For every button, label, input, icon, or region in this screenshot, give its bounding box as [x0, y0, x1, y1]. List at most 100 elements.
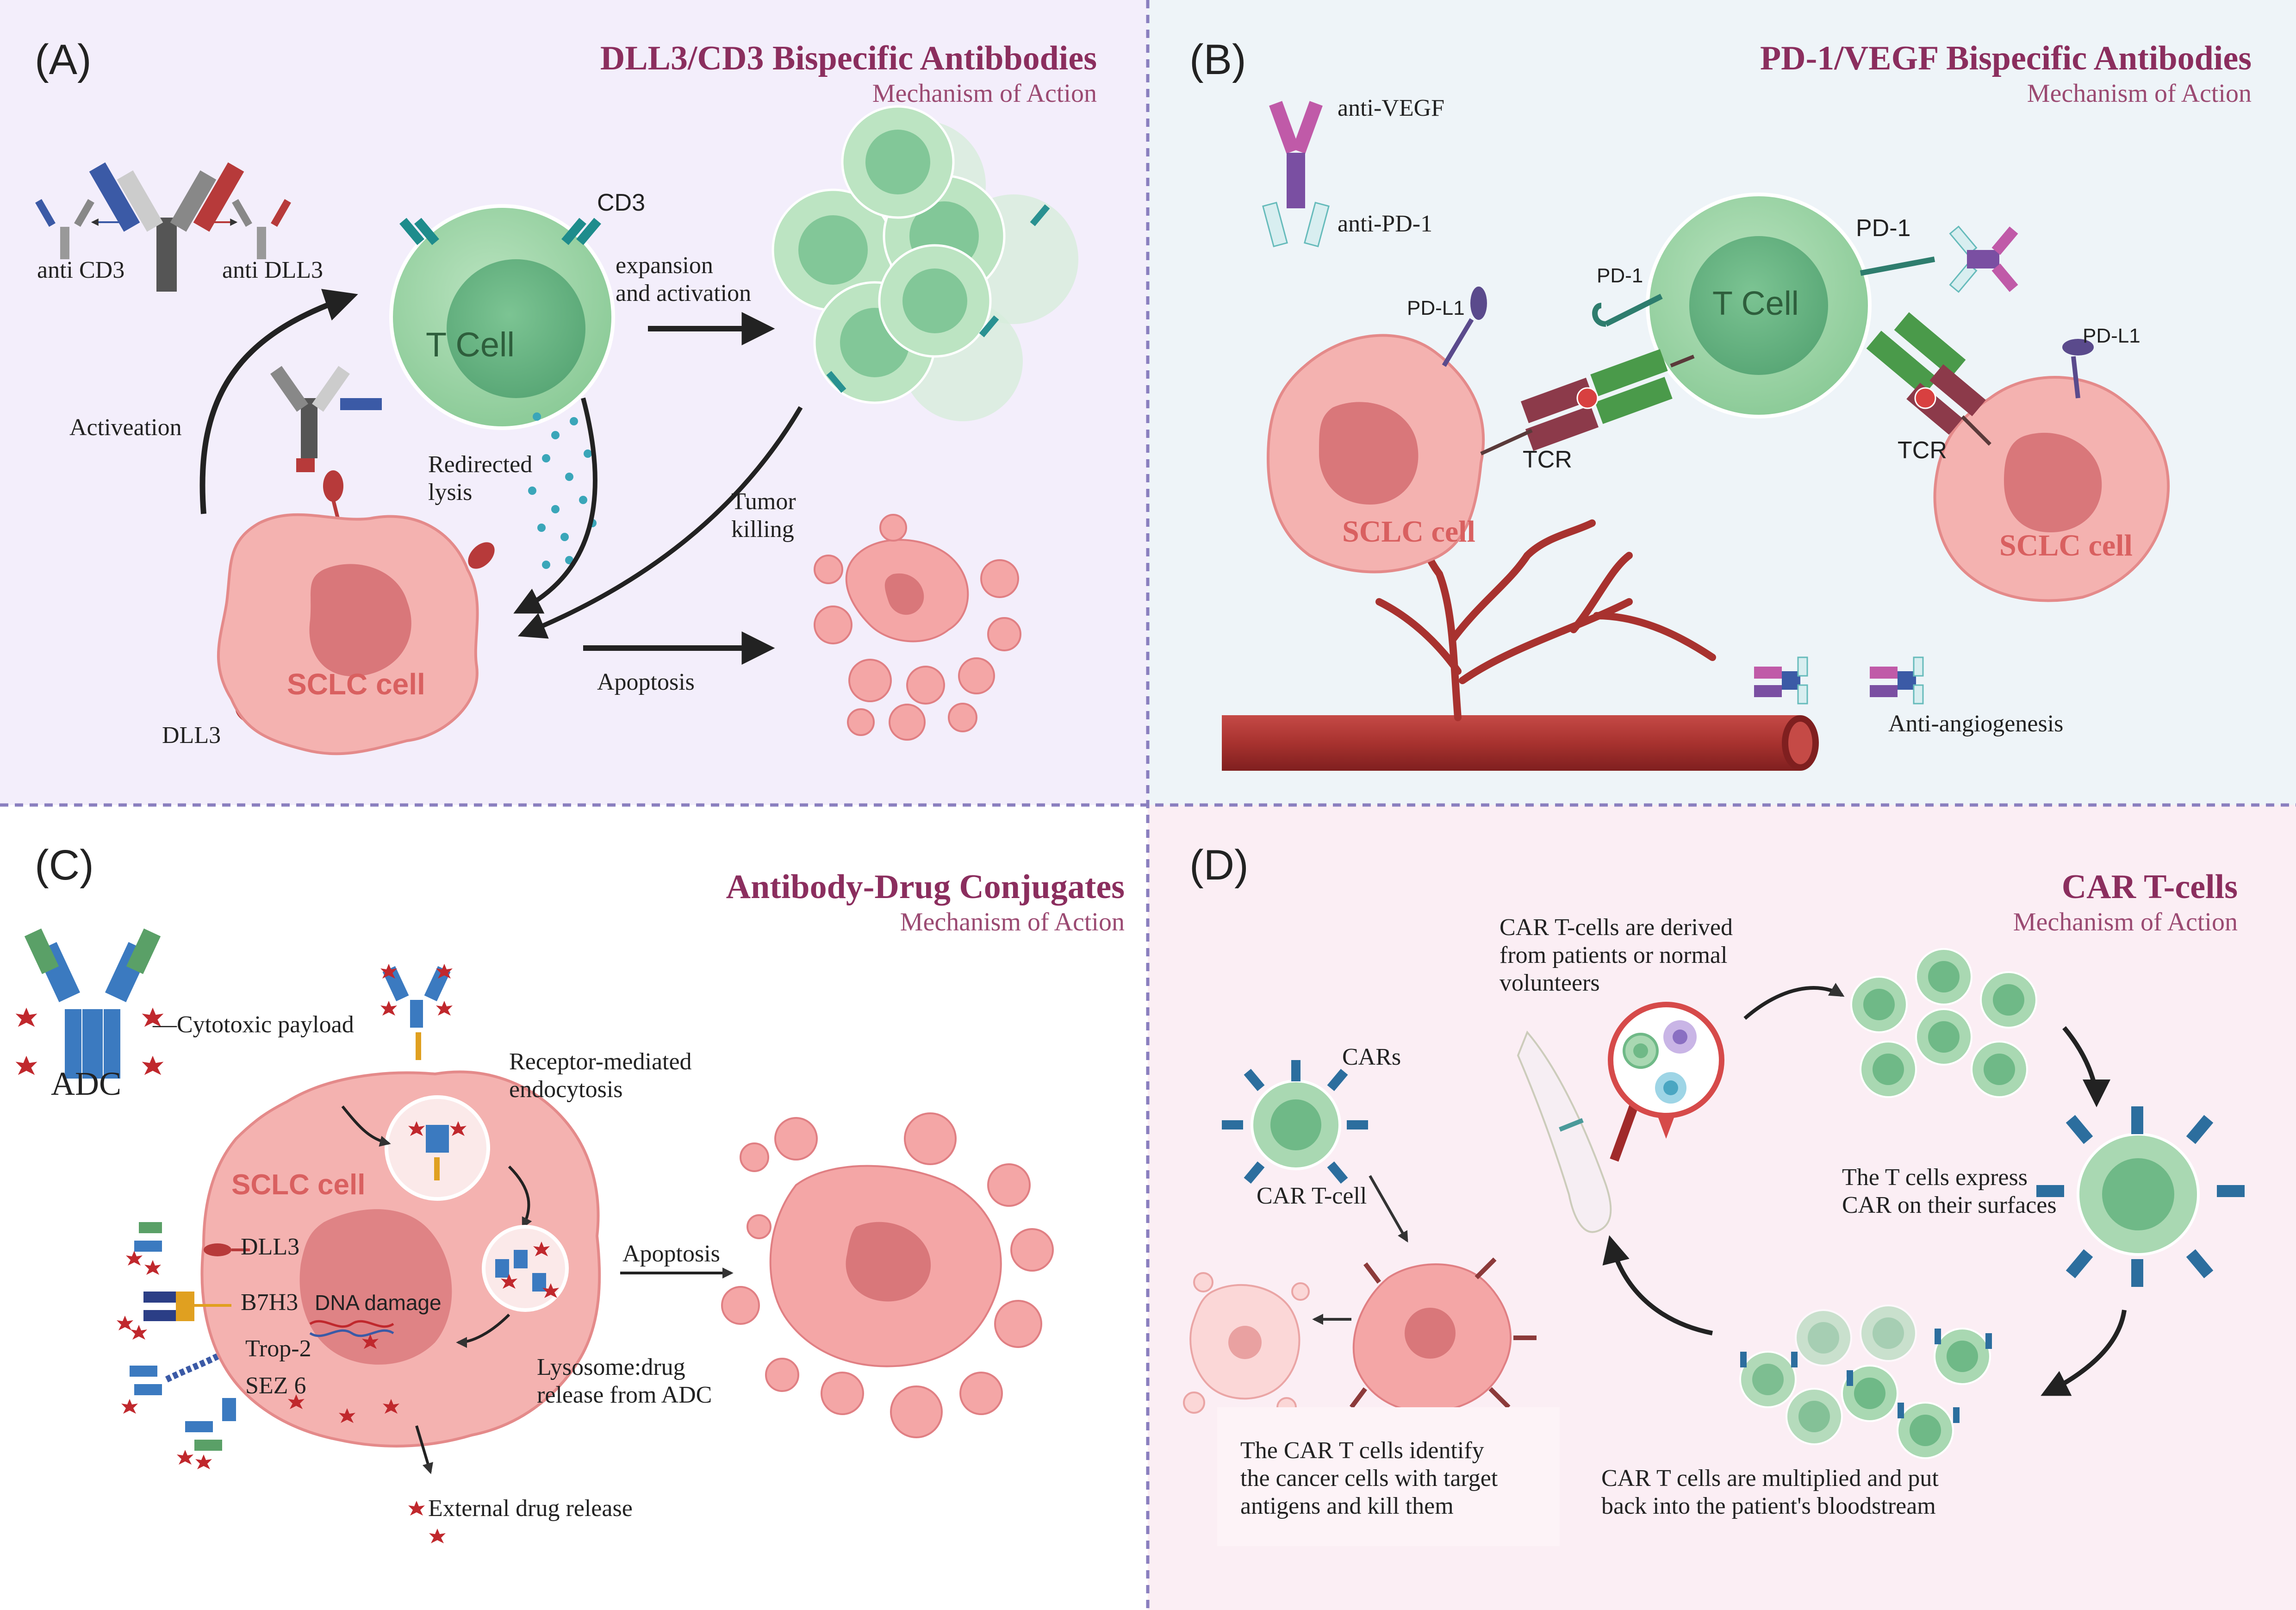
panel-a-title: DLL3/CD3 Bispecific Antibbodies: [600, 39, 1097, 77]
endocytosis-label: endocytosis: [509, 1076, 623, 1103]
cytotoxic-payload-label: —Cytotoxic payload: [152, 1011, 354, 1038]
targeting-arrow: [1369, 1175, 1408, 1243]
identify-text-box: [1217, 1407, 1560, 1546]
identify-line-2: the cancer cells with target: [1240, 1465, 1498, 1491]
apoptosis-label: Apoptosis: [597, 669, 695, 695]
pd1-vegf-bispecific-icon: [1262, 101, 1330, 248]
lysosome-label: Lysosome:drug: [537, 1354, 685, 1380]
anti-dll3-label: anti DLL3: [222, 257, 323, 283]
external-release-label: External drug release: [428, 1495, 633, 1522]
anti-cd3-label: anti CD3: [37, 257, 124, 283]
anti-angiogenesis-label: Anti-angiogenesis: [1888, 711, 2063, 737]
anti-vegf-label: anti-VEGF: [1338, 95, 1444, 121]
tumor-label: Tumor: [731, 488, 796, 515]
express-line-2: CAR on their surfaces: [1842, 1192, 2057, 1218]
tcr-right-complex: [1866, 312, 1991, 446]
adc-label: ADC: [51, 1065, 121, 1102]
b7h3-adc-receptor-icon: [117, 1292, 231, 1340]
car-t-cell-small: [1222, 1060, 1368, 1184]
panel-d-title: CAR T-cells: [2062, 868, 2238, 906]
blood-vessel: [1222, 519, 1819, 771]
cd3-label: CD3: [597, 189, 645, 216]
multiplied-line-2: back into the patient's bloodstream: [1601, 1493, 1936, 1519]
receptor-mediated-label: Receptor-mediated: [509, 1048, 692, 1075]
multiplied-line-1: CAR T cells are multiplied and put: [1601, 1465, 1939, 1491]
t-cell-label: T Cell: [426, 325, 515, 364]
dll3-adc-receptor-icon: [126, 1222, 250, 1275]
receptor-stalk-icon: [416, 1032, 421, 1060]
express-line-1: The T cells express: [1842, 1164, 2028, 1191]
dna-damage-arrow: [456, 1313, 510, 1348]
sclc-cell-right-label: SCLC cell: [1999, 529, 2133, 562]
derived-line-3: volunteers: [1500, 970, 1600, 996]
panel-a-letter: (A): [35, 36, 92, 83]
panel-c: (C) Antibody-Drug Conjugates Mechanism o…: [15, 842, 1125, 1543]
tcr-left-complex: [1480, 349, 1695, 456]
endocytosis-arrow: [341, 1105, 391, 1147]
panel-b-title: PD-1/VEGF Bispecific Antibodies: [1760, 39, 2252, 77]
killing-label: killing: [731, 516, 794, 543]
activation-arrow: [199, 289, 358, 514]
blood-sample-magnifier-icon: [1608, 1002, 1724, 1139]
apoptotic-nucleus: [884, 573, 924, 615]
adc-dll3-label: DLL3: [241, 1234, 299, 1260]
panel-d: (D) CAR T-cells Mechanism of Action CAR …: [1183, 842, 2245, 1546]
transduction-arrow: [2062, 1026, 2110, 1107]
dna-damage-label: DNA damage: [315, 1291, 442, 1315]
pd-l1-left-label: PD-L1: [1407, 297, 1465, 319]
derived-line-2: from patients or normal: [1500, 942, 1727, 968]
adc-icon: [15, 928, 164, 1079]
sclc-cell-label: SCLC cell: [287, 668, 425, 701]
sez6-label: SEZ 6: [245, 1373, 306, 1399]
panel-c-subtitle: Mechanism of Action: [900, 908, 1125, 936]
expansion-label: expansion: [616, 252, 713, 279]
expansion-down-arrow: [2041, 1310, 2127, 1396]
car-t-cell-label: CAR T-cell: [1257, 1183, 1367, 1209]
panel-a: (A) DLL3/CD3 Bispecific Antibbodies Mech…: [35, 36, 1097, 755]
isolation-arrow: [1743, 983, 1845, 1020]
panel-c-title: Antibody-Drug Conjugates: [726, 868, 1125, 906]
panel-c-letter: (C): [35, 842, 94, 889]
pd-l1-right-label: PD-L1: [2083, 324, 2140, 347]
trop2-adc-receptor-icon: [121, 1353, 219, 1414]
cd3-receptor-icon: [399, 218, 601, 245]
tumor-killing-arrow: [517, 406, 803, 639]
release-from-adc-label: release from ADC: [537, 1382, 712, 1408]
redirected-label: Redirected: [428, 451, 532, 478]
activeation-label: Activeation: [69, 414, 182, 441]
incoming-adc-icon: [380, 964, 453, 1028]
anti-pd1-label: anti-PD-1: [1338, 211, 1432, 237]
bridging-bispecific-antibody-icon: [270, 366, 382, 472]
dna-helix-strand-icon: [309, 1329, 394, 1337]
lysosome-transfer-arrow: [508, 1165, 532, 1229]
trop2-label: Trop-2: [245, 1335, 311, 1362]
panel-b-subtitle: Mechanism of Action: [2027, 79, 2252, 108]
adc-sclc-cell-label: SCLC cell: [231, 1169, 365, 1201]
identify-line-3: antigens and kill them: [1240, 1493, 1454, 1519]
sez6-adc-receptor-icon: [177, 1398, 236, 1469]
panel-b: (B) PD-1/VEGF Bispecific Antibodies Mech…: [1189, 36, 2252, 771]
panel-a-subtitle: Mechanism of Action: [872, 79, 1097, 108]
lysis-label: lysis: [428, 479, 472, 505]
reinfusion-arrow: [1602, 1235, 1713, 1335]
external-release-arrow: [415, 1425, 433, 1474]
pd-1-right-icon: [1860, 256, 1935, 276]
vegf-antibody-icon-1: [1754, 656, 1808, 705]
multiplied-car-t-cells: [1739, 1304, 1992, 1459]
sclc-cell-left-label: SCLC cell: [1342, 515, 1475, 549]
tcr-left-label: TCR: [1523, 446, 1572, 473]
derived-line-1: CAR T-cells are derived: [1500, 914, 1733, 941]
adc-apoptotic-nucleus: [846, 1222, 931, 1302]
lysosome-icon: [482, 1225, 569, 1312]
panel-d-letter: (D): [1189, 842, 1249, 889]
lysed-nucleus: [1228, 1326, 1262, 1359]
b7h3-label: B7H3: [241, 1289, 298, 1316]
pd-1-right-label: PD-1: [1856, 215, 1910, 242]
redirected-lysis-arrow: [513, 397, 597, 614]
vegf-antibody-icon-2: [1870, 656, 1924, 705]
pd1-bispecific-bound-icon: [1949, 225, 2018, 293]
pd-l1-left-icon: [1442, 287, 1487, 367]
tcr-right-label: TCR: [1898, 437, 1947, 464]
adc-target-sclc-cell: [200, 1070, 601, 1448]
